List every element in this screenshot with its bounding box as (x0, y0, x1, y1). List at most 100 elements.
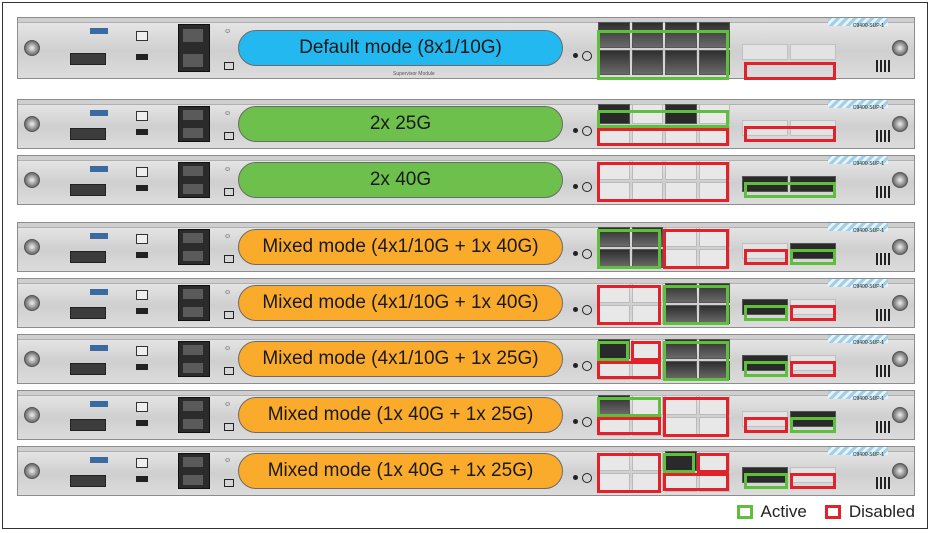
qr-code-icon (876, 253, 890, 265)
led-icon (224, 423, 234, 431)
card-top-strip (18, 335, 914, 340)
power-icon (582, 51, 592, 61)
active-highlight (597, 397, 661, 417)
status-indicator-icon: ☺ (224, 166, 232, 173)
supervisor-card: ☺Mixed mode (4x1/10G + 1x 40G)C9400-SUP-… (17, 278, 915, 328)
right-screw-icon (892, 463, 908, 479)
disabled-highlight (597, 361, 661, 379)
active-highlight (744, 361, 788, 377)
usb-port (70, 183, 106, 196)
qr-code-icon (876, 365, 890, 377)
management-ethernet-port (178, 453, 210, 489)
model-label: C9400-SUP-1 (852, 284, 884, 290)
console-icon (136, 233, 148, 244)
active-highlight (663, 453, 695, 473)
active-highlight (744, 182, 836, 198)
usb-logo-icon (90, 401, 108, 407)
legend-active: Active (736, 502, 807, 522)
left-screw-icon (24, 172, 40, 188)
reset-button-icon (573, 127, 578, 133)
left-screw-icon (24, 351, 40, 367)
disabled-highlight (790, 361, 836, 377)
uplink-port (665, 49, 697, 75)
led-icon (224, 367, 234, 375)
led-icon (224, 479, 234, 487)
qr-code-icon (876, 186, 890, 198)
mini-usb-port (136, 307, 148, 314)
console-icon (136, 457, 148, 468)
right-screw-icon (892, 116, 908, 132)
console-icon (136, 289, 148, 300)
status-indicator-icon: ☺ (224, 233, 232, 240)
reset-button-icon (573, 250, 578, 256)
left-screw-icon (24, 239, 40, 255)
disabled-highlight (597, 417, 661, 435)
uplink-port (598, 49, 630, 75)
disabled-highlight (597, 285, 661, 325)
power-icon (582, 182, 592, 193)
qr-code-icon (876, 421, 890, 433)
model-label: C9400-SUP-1 (852, 340, 884, 346)
card-top-strip (18, 18, 914, 23)
disabled-highlight (744, 417, 788, 433)
card-top-strip (18, 223, 914, 228)
right-screw-icon (892, 351, 908, 367)
console-icon (136, 110, 148, 121)
card-top-strip (18, 100, 914, 105)
management-ethernet-port (178, 229, 210, 265)
disabled-highlight (697, 453, 729, 473)
usb-logo-icon (90, 233, 108, 239)
active-highlight (663, 285, 729, 325)
hatch-decoration (828, 156, 888, 164)
hatch-decoration (828, 279, 888, 287)
usb-logo-icon (90, 166, 108, 172)
active-highlight (744, 305, 788, 321)
model-label: C9400-SUP-1 (852, 228, 884, 234)
legend-disabled: Disabled (824, 502, 915, 522)
right-screw-icon (892, 407, 908, 423)
legend-active-label: Active (760, 502, 807, 521)
console-icon (136, 401, 148, 412)
disabled-swatch-icon (824, 505, 841, 519)
disabled-highlight (631, 341, 661, 361)
mini-usb-port (136, 184, 148, 191)
status-indicator-icon: ☺ (224, 401, 232, 408)
disabled-highlight (744, 62, 836, 80)
led-icon (224, 311, 234, 319)
disabled-highlight (597, 128, 729, 146)
management-ethernet-port (178, 285, 210, 321)
hatch-decoration (828, 223, 888, 231)
right-screw-icon (892, 295, 908, 311)
active-highlight (597, 110, 729, 128)
mini-usb-port (136, 128, 148, 135)
reset-button-icon (573, 183, 578, 189)
management-ethernet-port (178, 162, 210, 198)
left-screw-icon (24, 40, 40, 56)
usb-port (70, 250, 106, 263)
qr-code-icon (876, 309, 890, 321)
uplink-port (665, 104, 697, 124)
left-screw-icon (24, 407, 40, 423)
reset-button-icon (573, 306, 578, 312)
uplink-port (631, 22, 663, 48)
power-icon (582, 305, 592, 316)
power-icon (582, 126, 592, 137)
usb-logo-icon (90, 457, 108, 463)
supervisor-card: ☺Mixed mode (1x 40G + 1x 25G)C9400-SUP-1 (17, 446, 915, 496)
hatch-decoration (828, 391, 888, 399)
disabled-highlight (744, 126, 836, 142)
uplink-port (698, 49, 730, 75)
qr-code-icon (876, 60, 890, 72)
reset-button-icon (573, 52, 578, 58)
uplink-port (598, 22, 630, 48)
qr-code-icon (876, 477, 890, 489)
active-highlight (790, 249, 836, 265)
legend-disabled-label: Disabled (848, 502, 915, 521)
mode-label: Mixed mode (1x 40G + 1x 25G) (238, 453, 563, 489)
hatch-decoration (828, 18, 888, 26)
sfp-port-group (742, 44, 836, 60)
usb-port (70, 127, 106, 140)
left-screw-icon (24, 295, 40, 311)
console-icon (136, 166, 148, 177)
management-ethernet-port (178, 106, 210, 142)
